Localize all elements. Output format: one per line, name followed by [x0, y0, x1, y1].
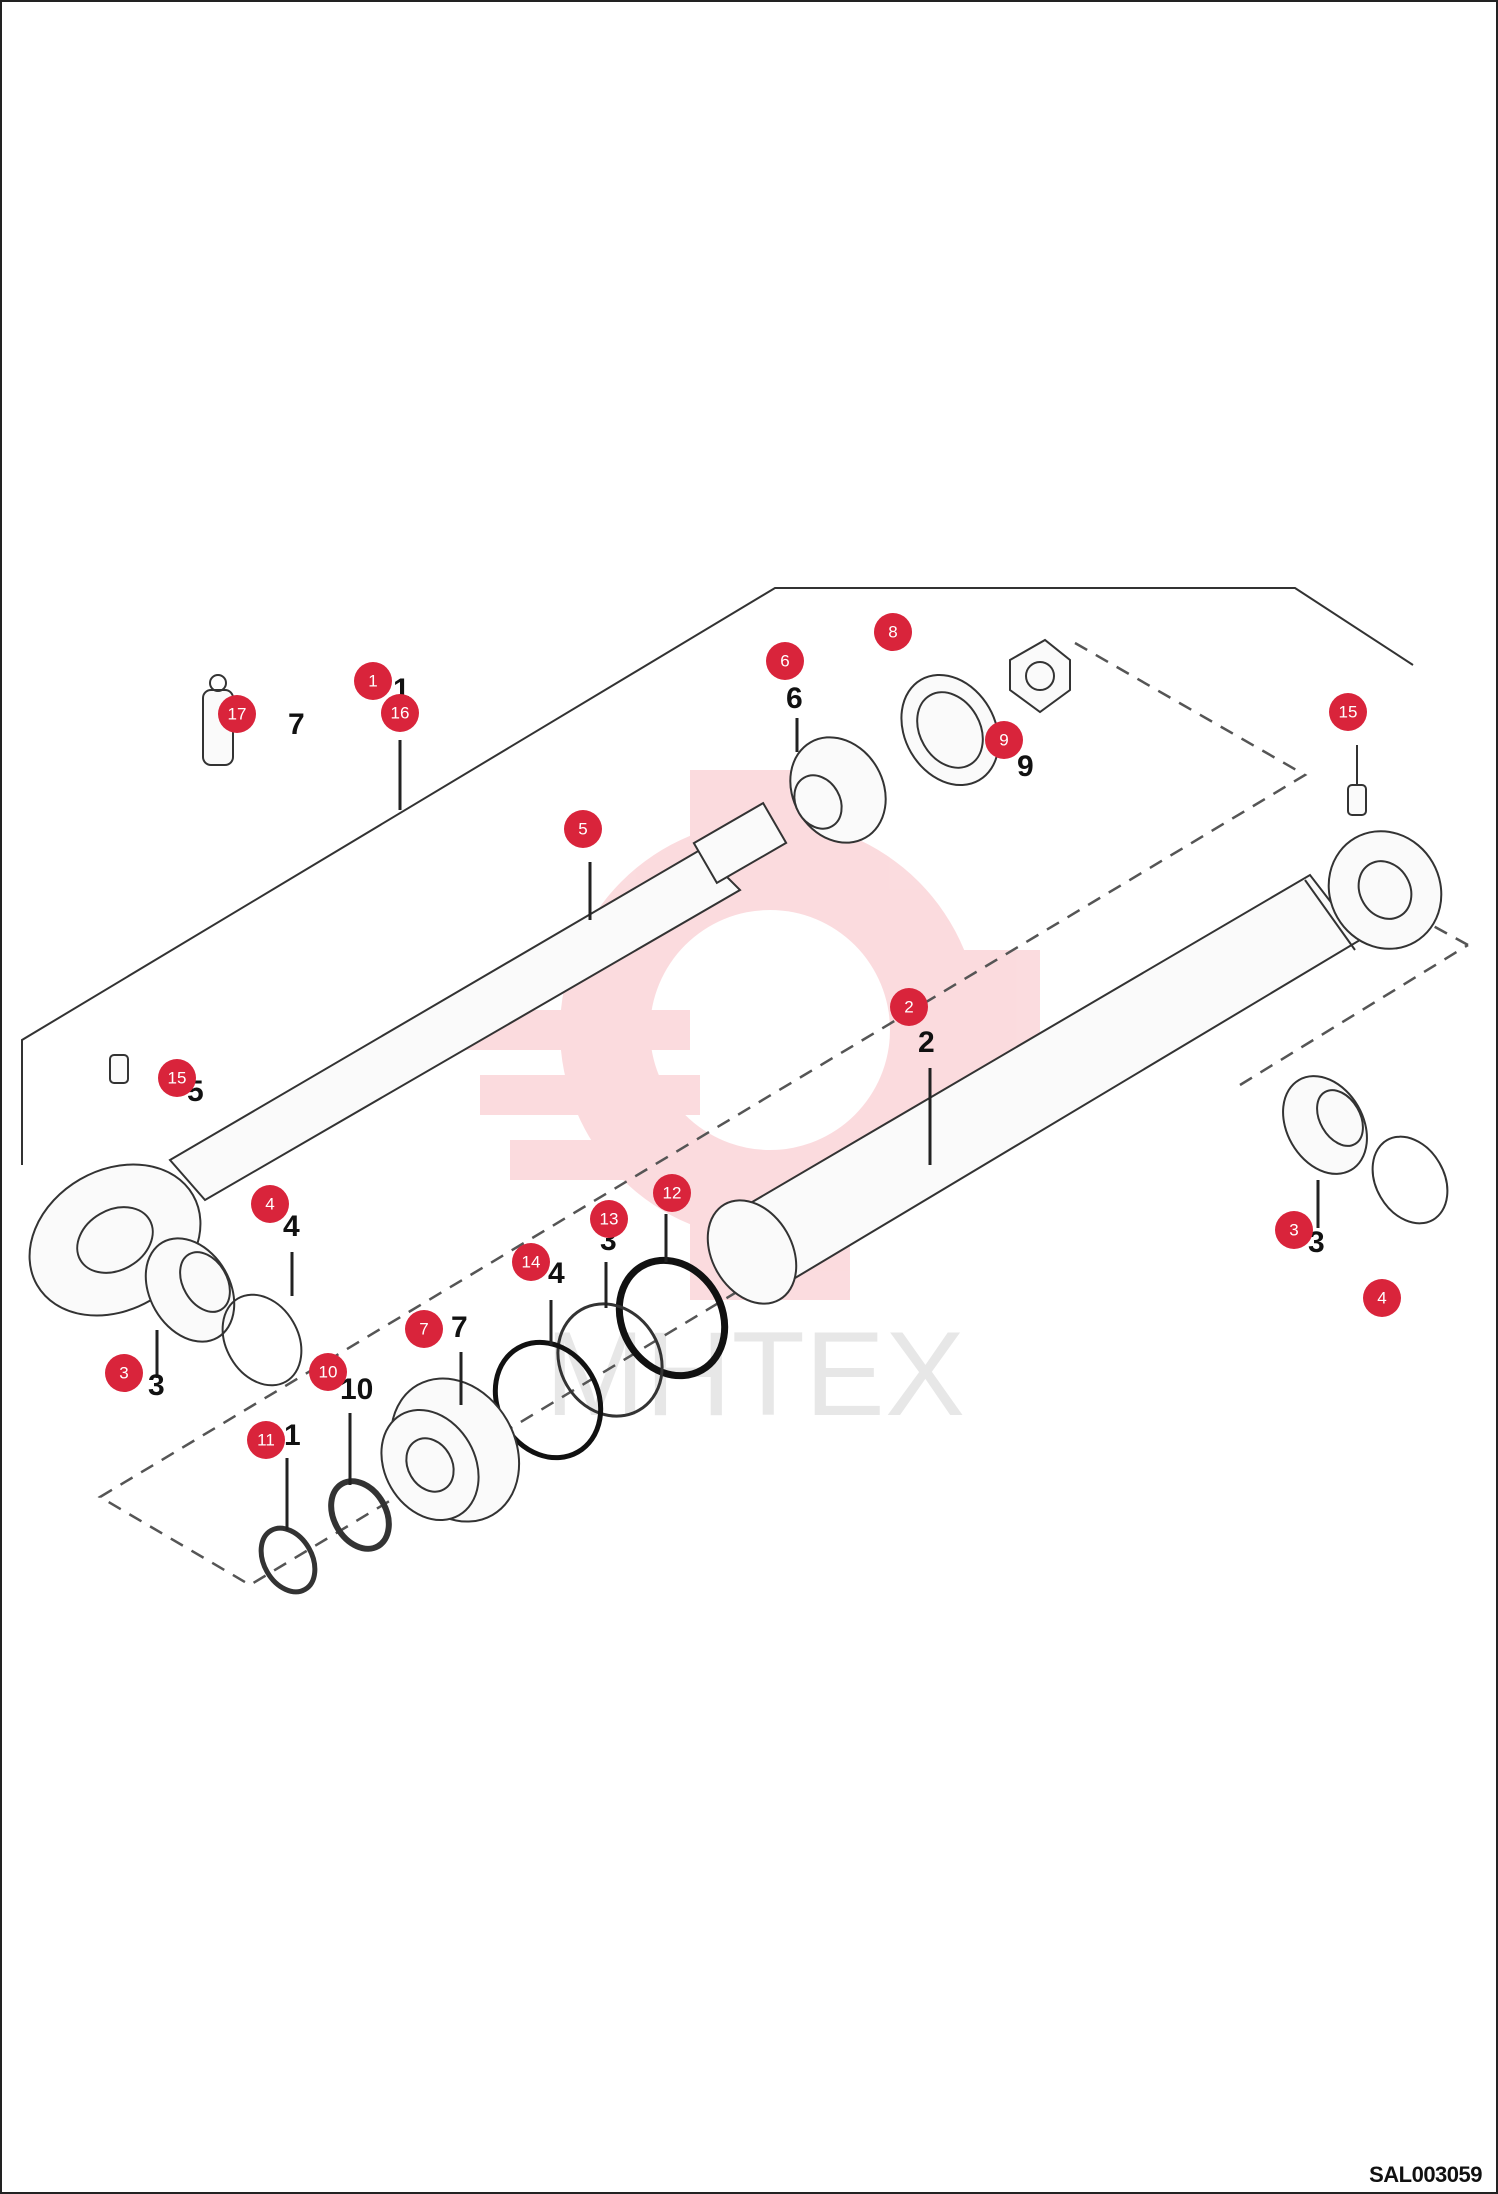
- callout-badge-3[interactable]: 3: [105, 1354, 143, 1392]
- callout-label: 10: [319, 1363, 338, 1382]
- callout-badge-4[interactable]: 4: [1363, 1279, 1401, 1317]
- callout-label: 7: [419, 1320, 428, 1339]
- callout-label: 12: [663, 1184, 682, 1203]
- callout-badge-8[interactable]: 8: [874, 613, 912, 651]
- callout-badge-11[interactable]: 11: [247, 1421, 285, 1459]
- callout-label: 6: [780, 652, 789, 671]
- callout-label: 15: [1339, 703, 1358, 722]
- dashed-group-upper: [97, 641, 1308, 1587]
- part-number-4: 4: [548, 1257, 565, 1290]
- ring-part-11: [258, 1525, 318, 1595]
- callout-label: 1: [368, 672, 377, 691]
- grease-fitting-part-15-left: [109, 1054, 129, 1084]
- snap-ring-part-4-right: [1371, 1135, 1449, 1225]
- dashed-group-right: [1239, 943, 1469, 1087]
- grease-fitting-part-15-right: [1347, 745, 1367, 816]
- seal-part-12: [615, 1256, 729, 1380]
- callout-label: 5: [578, 820, 587, 839]
- callout-label: 8: [888, 623, 897, 642]
- callout-label: 11: [257, 1431, 275, 1450]
- callout-badge-12[interactable]: 12: [653, 1174, 691, 1212]
- callout-badge-5[interactable]: 5: [564, 810, 602, 848]
- watermark-text: MHTEX: [545, 1307, 965, 1441]
- callout-label: 17: [228, 705, 247, 724]
- callout-label: 4: [265, 1195, 274, 1214]
- part-number-3: 3: [148, 1369, 165, 1402]
- callout-badge-3[interactable]: 3: [1275, 1211, 1313, 1249]
- callout-badge-4[interactable]: 4: [251, 1185, 289, 1223]
- snap-ring-part-4-left: [221, 1293, 303, 1387]
- callout-badge-16[interactable]: 16: [381, 694, 419, 732]
- part-number-9: 9: [1017, 750, 1034, 783]
- callout-badge-9[interactable]: 9: [985, 721, 1023, 759]
- part-number-7: 7: [288, 708, 305, 741]
- callout-label: 13: [600, 1210, 619, 1229]
- part-number-4: 4: [283, 1210, 300, 1243]
- rod-assembly-bracket: [21, 587, 1414, 1165]
- bushing-part-3-right: [1282, 1075, 1368, 1175]
- callout-badge-17[interactable]: 17: [218, 695, 256, 733]
- part-number-2: 2: [918, 1026, 935, 1059]
- callout-badge-15[interactable]: 15: [1329, 693, 1367, 731]
- callout-badge-6[interactable]: 6: [766, 642, 804, 680]
- callout-label: 3: [1289, 1221, 1298, 1240]
- callout-badge-13[interactable]: 13: [590, 1200, 628, 1238]
- callout-label: 9: [999, 731, 1008, 750]
- part-8-bearing: [900, 673, 1000, 787]
- callout-label: 2: [904, 998, 913, 1017]
- callout-badge-7[interactable]: 7: [405, 1310, 443, 1348]
- cylinder-tube: [706, 830, 1443, 1305]
- bushing-part-3-left: [144, 1237, 236, 1343]
- part-number-1: 1: [284, 1419, 301, 1452]
- callout-label: 3: [119, 1364, 128, 1383]
- callout-badge-15[interactable]: 15: [158, 1059, 196, 1097]
- callout-badge-14[interactable]: 14: [512, 1243, 550, 1281]
- callout-label: 14: [522, 1253, 541, 1272]
- part-number-6: 6: [786, 682, 803, 715]
- callout-badge-10[interactable]: 10: [309, 1353, 347, 1391]
- diagram-code: SAL003059: [1369, 2162, 1482, 2187]
- callout-label: 16: [391, 704, 410, 723]
- part-6-collar: [789, 736, 887, 844]
- piston-part-7: [380, 1377, 521, 1523]
- part-number-7: 7: [451, 1311, 468, 1344]
- ring-part-10: [328, 1478, 392, 1552]
- callout-label: 4: [1377, 1289, 1386, 1308]
- callout-label: 15: [168, 1069, 187, 1088]
- callout-badge-1[interactable]: 1: [354, 662, 392, 700]
- part-9-nut: [1009, 638, 1071, 714]
- seal-part-13: [556, 1302, 664, 1418]
- callout-badge-2[interactable]: 2: [890, 988, 928, 1026]
